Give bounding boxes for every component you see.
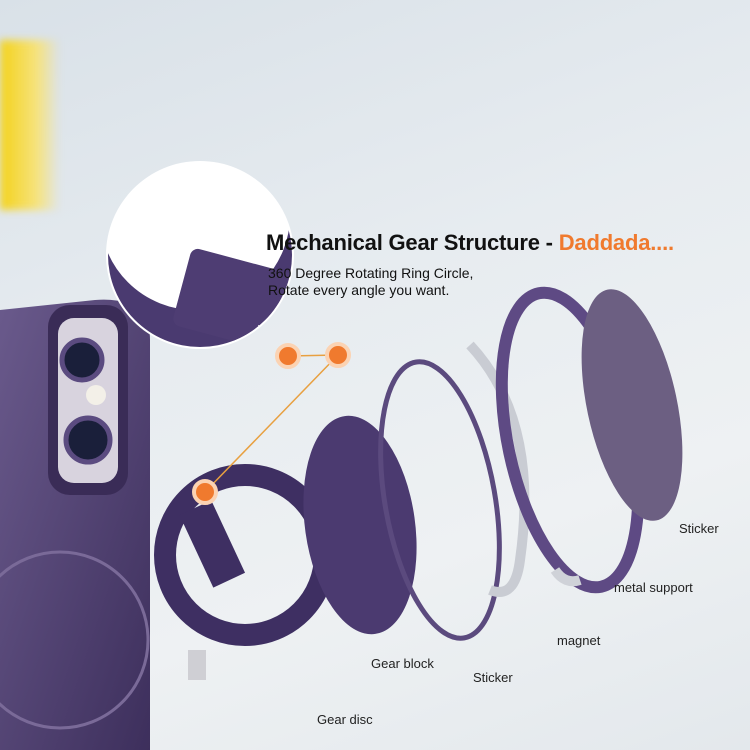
page-title: Mechanical Gear Structure - Daddada.... [266, 230, 674, 256]
gear-disc-ring [154, 464, 336, 680]
label-gear-block: Gear block [371, 656, 434, 671]
label-sticker-top: Sticker [679, 521, 719, 536]
sticker-ring [378, 359, 502, 641]
callout-connector [192, 342, 351, 505]
subtitle-line-1: 360 Degree Rotating Ring Circle, [268, 265, 474, 281]
phone-case [0, 299, 150, 750]
metal-support-clip [550, 567, 582, 587]
subtitle-line-2: Rotate every angle you want. [268, 282, 450, 298]
sticker-disc [581, 289, 683, 521]
brand-name: Daddada.... [558, 230, 674, 255]
gear-block [303, 415, 417, 635]
background-blur [0, 40, 60, 210]
label-magnet: magnet [557, 633, 601, 648]
label-gear-disc: Gear disc [317, 712, 373, 727]
title-text: Mechanical Gear Structure - [266, 230, 559, 255]
subtitle: 360 Degree Rotating Ring Circle, Rotate … [268, 265, 473, 299]
label-metal-support: metal support [614, 580, 693, 595]
label-sticker-bottom: Sticker [473, 670, 513, 685]
